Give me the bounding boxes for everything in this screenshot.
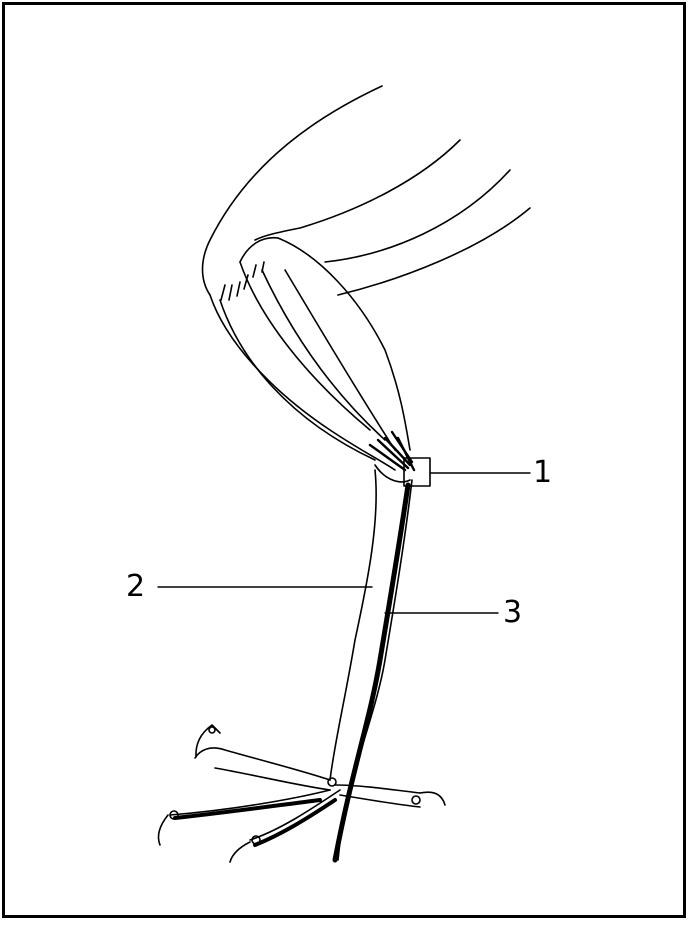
callout-1: 1: [533, 458, 552, 488]
callout-3: 3: [503, 598, 522, 628]
muscle-line-2: [262, 270, 385, 440]
toe-left-upper-inner: [215, 768, 330, 790]
thigh-inner-line: [255, 140, 460, 240]
hock-ring: [328, 778, 336, 786]
joint-ring-right: [412, 796, 420, 804]
shank-front: [278, 238, 410, 450]
claw-middle: [158, 815, 168, 845]
shank-back: [210, 295, 395, 470]
claw-right: [420, 792, 445, 805]
callout-2: 2: [126, 572, 145, 602]
toe-right-lower: [340, 795, 420, 807]
toe-middle-tendon: [175, 800, 320, 818]
thigh-lower-line-2: [338, 208, 530, 295]
joint-ring-upper: [209, 727, 215, 733]
metatarsus-back: [330, 470, 376, 780]
muscle-line-3: [285, 270, 395, 450]
thigh-outline: [203, 86, 383, 295]
toe-left-upper: [195, 748, 330, 780]
claw-bottom: [230, 842, 250, 862]
knee-cap: [240, 238, 278, 262]
thigh-lower-line-1: [325, 170, 510, 262]
